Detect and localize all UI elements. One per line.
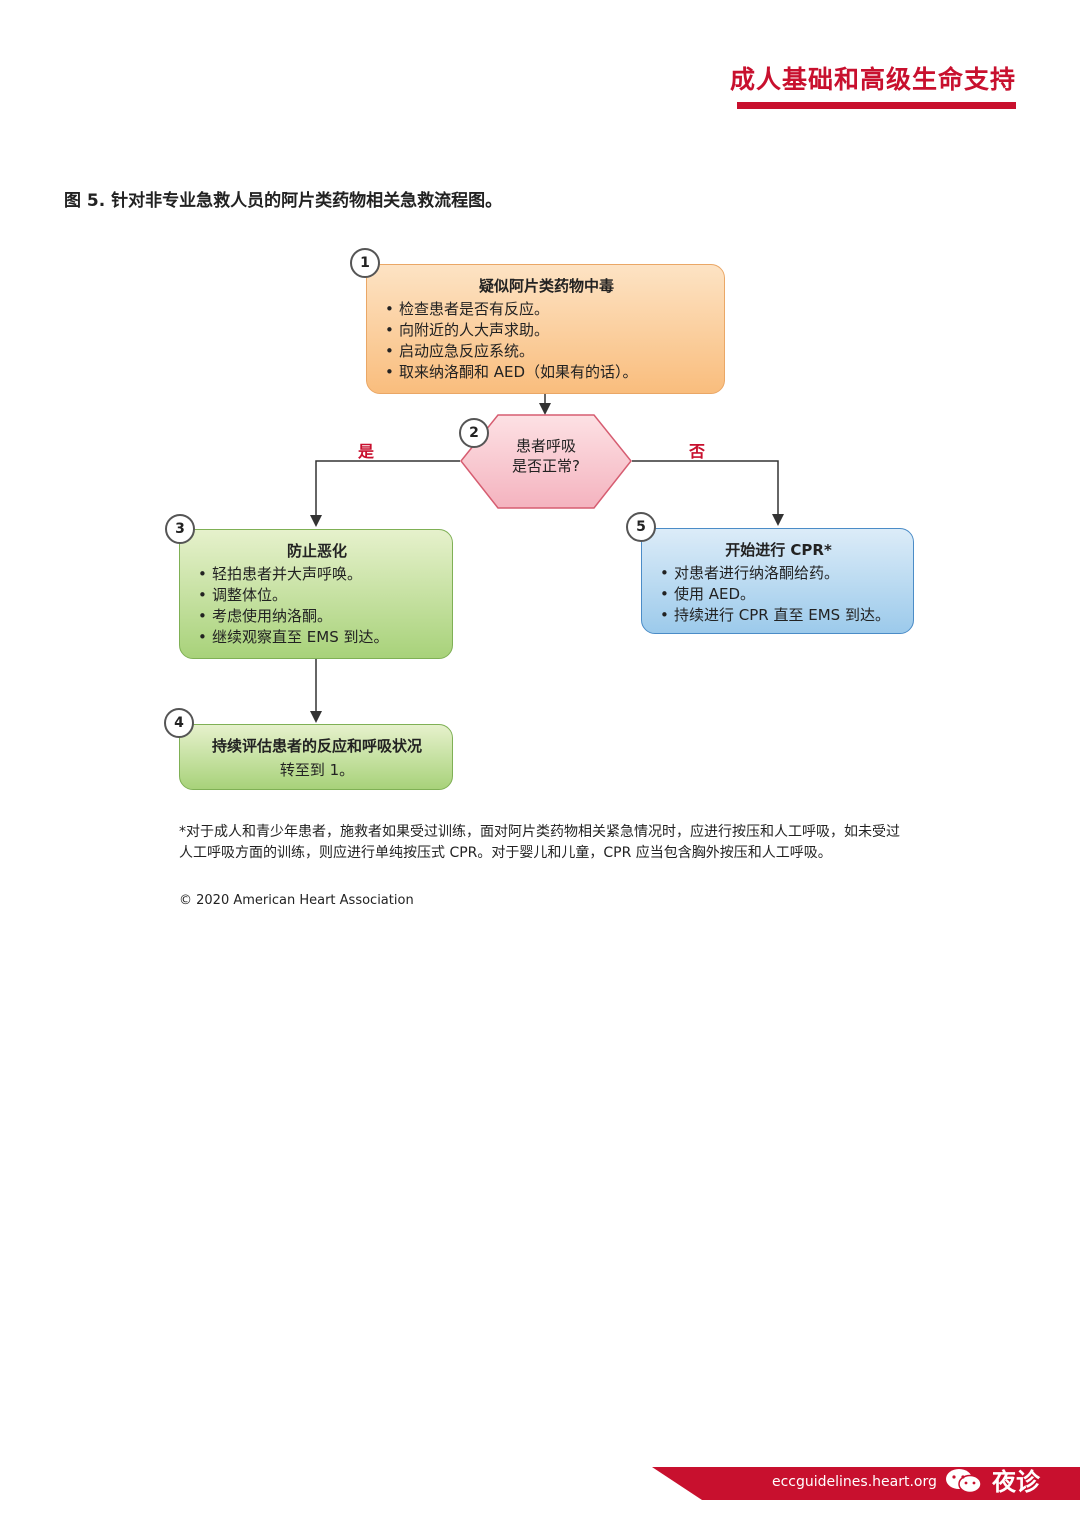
list-item: 启动应急反应系统。: [383, 341, 710, 362]
branch-no-label: 否: [689, 442, 706, 461]
step-4-box: 持续评估患者的反应和呼吸状况 转至到 1。: [179, 724, 453, 790]
step-5-box: 开始进行 CPR* 对患者进行纳洛酮给药。 使用 AED。 持续进行 CPR 直…: [641, 528, 914, 634]
wechat-account-name: 夜诊: [992, 1468, 1040, 1496]
list-item: 检查患者是否有反应。: [383, 299, 710, 320]
step-1-list: 检查患者是否有反应。 向附近的人大声求助。 启动应急反应系统。 取来纳洛酮和 A…: [383, 299, 710, 383]
step-3-list: 轻拍患者并大声呼唤。 调整体位。 考虑使用纳洛酮。 继续观察直至 EMS 到达。: [196, 564, 438, 648]
copyright: © 2020 American Heart Association: [179, 893, 414, 908]
step-2-question: 患者呼吸 是否正常?: [460, 436, 632, 476]
document-header-title: 成人基础和高级生命支持: [729, 65, 1016, 94]
step-5-list: 对患者进行纳洛酮给药。 使用 AED。 持续进行 CPR 直至 EMS 到达。: [658, 563, 899, 626]
step-2-decision-shape: [460, 414, 632, 509]
step-2-question-line2: 是否正常?: [512, 457, 580, 475]
step-5-title: 开始进行 CPR*: [725, 541, 832, 559]
step-1-box: 疑似阿片类药物中毒 检查患者是否有反应。 向附近的人大声求助。 启动应急反应系统…: [366, 264, 725, 394]
branch-yes-label: 是: [358, 442, 375, 461]
step-3-title: 防止恶化: [286, 542, 347, 560]
step-number-2: 2: [459, 418, 489, 448]
step-number-3: 3: [165, 514, 195, 544]
step-3-box: 防止恶化 轻拍患者并大声呼唤。 调整体位。 考虑使用纳洛酮。 继续观察直至 EM…: [179, 529, 453, 659]
list-item: 继续观察直至 EMS 到达。: [196, 627, 438, 648]
list-item: 调整体位。: [196, 585, 438, 606]
list-item: 使用 AED。: [658, 584, 899, 605]
header-accent-bar: [737, 102, 1016, 109]
arrow-2-to-3: [310, 460, 460, 527]
footnote: *对于成人和青少年患者，施救者如果受过训练，面对阿片类药物相关紧急情况时，应进行…: [179, 824, 900, 861]
arrow-2-to-5: [632, 460, 784, 526]
step-number-5: 5: [626, 512, 656, 542]
step-4-title: 持续评估患者的反应和呼吸状况: [211, 737, 422, 755]
list-item: 持续进行 CPR 直至 EMS 到达。: [658, 605, 899, 626]
step-4-subtitle: 转至到 1。: [279, 761, 355, 779]
list-item: 取来纳洛酮和 AED（如果有的话）。: [383, 362, 710, 383]
step-2-question-line1: 患者呼吸: [515, 437, 576, 455]
list-item: 考虑使用纳洛酮。: [196, 606, 438, 627]
wechat-icon: [946, 1469, 982, 1494]
list-item: 向附近的人大声求助。: [383, 320, 710, 341]
list-item: 对患者进行纳洛酮给药。: [658, 563, 899, 584]
step-1-title: 疑似阿片类药物中毒: [478, 277, 614, 295]
step-number-1: 1: [350, 248, 380, 278]
footer-url-link[interactable]: eccguidelines.heart.org: [772, 1474, 937, 1490]
step-number-4: 4: [164, 708, 194, 738]
figure-caption: 图 5. 针对非专业急救人员的阿片类药物相关急救流程图。: [64, 191, 503, 211]
footer-band: [652, 1467, 1080, 1500]
list-item: 轻拍患者并大声呼唤。: [196, 564, 438, 585]
